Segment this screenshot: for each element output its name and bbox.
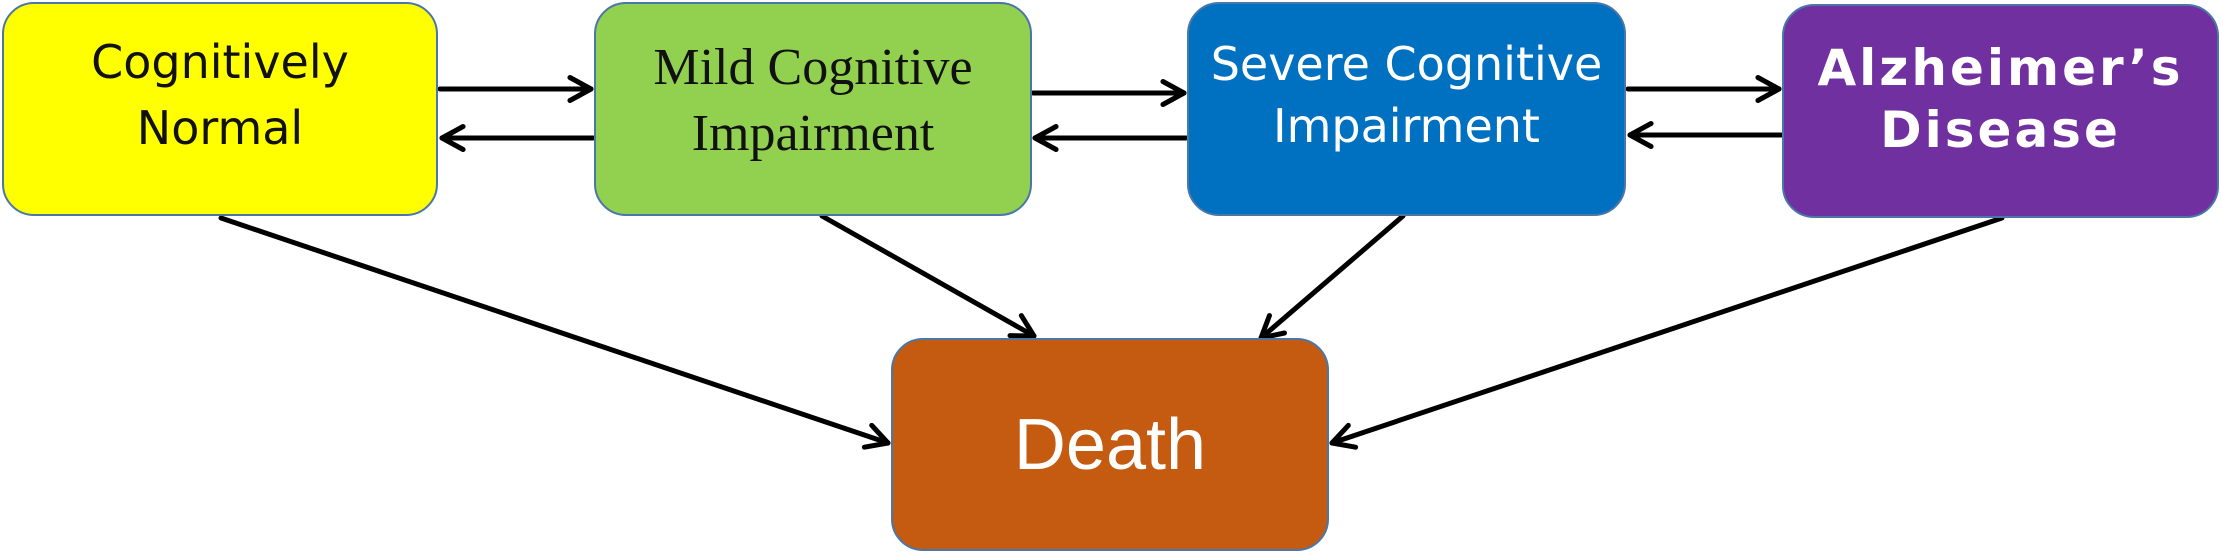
arrow-mild-cognitive-impairment-to-death bbox=[819, 213, 1037, 339]
arrow-head bbox=[439, 123, 466, 153]
arrow-head bbox=[1755, 74, 1782, 104]
node-label-death: Death bbox=[1013, 404, 1207, 485]
arrow-head bbox=[1007, 313, 1037, 339]
arrow-head bbox=[861, 422, 891, 450]
arrow-cognitively-normal-to-mild-cognitive-impairment bbox=[437, 74, 594, 104]
arrow-cognitively-normal-to-death bbox=[218, 215, 891, 450]
arrow-head bbox=[1627, 120, 1654, 150]
node-severe-cognitive-impairment: Severe Cognitive Impairment bbox=[1187, 2, 1626, 216]
arrow-shaft bbox=[218, 215, 891, 446]
arrow-alzheimers-disease-to-severe-cognitive-impairment bbox=[1627, 120, 1784, 150]
arrow-mild-cognitive-impairment-to-severe-cognitive-impairment bbox=[1030, 78, 1187, 108]
arrow-alzheimers-disease-to-death bbox=[1329, 215, 2005, 450]
node-label-alzheimers-disease: Alzheimer’s Disease bbox=[1817, 39, 2184, 159]
arrow-severe-cognitive-impairment-to-mild-cognitive-impairment bbox=[1032, 123, 1189, 153]
node-label-mild-cognitive-impairment: Mild Cognitive Impairment bbox=[653, 39, 973, 162]
arrow-severe-cognitive-impairment-to-alzheimers-disease bbox=[1625, 74, 1782, 104]
node-mild-cognitive-impairment: Mild Cognitive Impairment bbox=[594, 2, 1032, 216]
arrow-shaft bbox=[1329, 215, 2005, 446]
arrow-head bbox=[1329, 422, 1359, 450]
arrow-head bbox=[1032, 123, 1059, 153]
arrow-mild-cognitive-impairment-to-cognitively-normal bbox=[439, 123, 596, 153]
arrow-shaft bbox=[1258, 213, 1406, 341]
node-death: Death bbox=[891, 338, 1329, 551]
node-label-severe-cognitive-impairment: Severe Cognitive Impairment bbox=[1210, 37, 1603, 153]
node-label-cognitively-normal: Cognitively Normal bbox=[91, 35, 349, 155]
arrow-head bbox=[1160, 78, 1187, 108]
arrow-severe-cognitive-impairment-to-death bbox=[1258, 213, 1406, 341]
node-cognitively-normal: Cognitively Normal bbox=[2, 2, 438, 216]
arrow-shaft bbox=[819, 213, 1037, 339]
arrow-head bbox=[567, 74, 594, 104]
node-alzheimers-disease: Alzheimer’s Disease bbox=[1782, 4, 2219, 218]
